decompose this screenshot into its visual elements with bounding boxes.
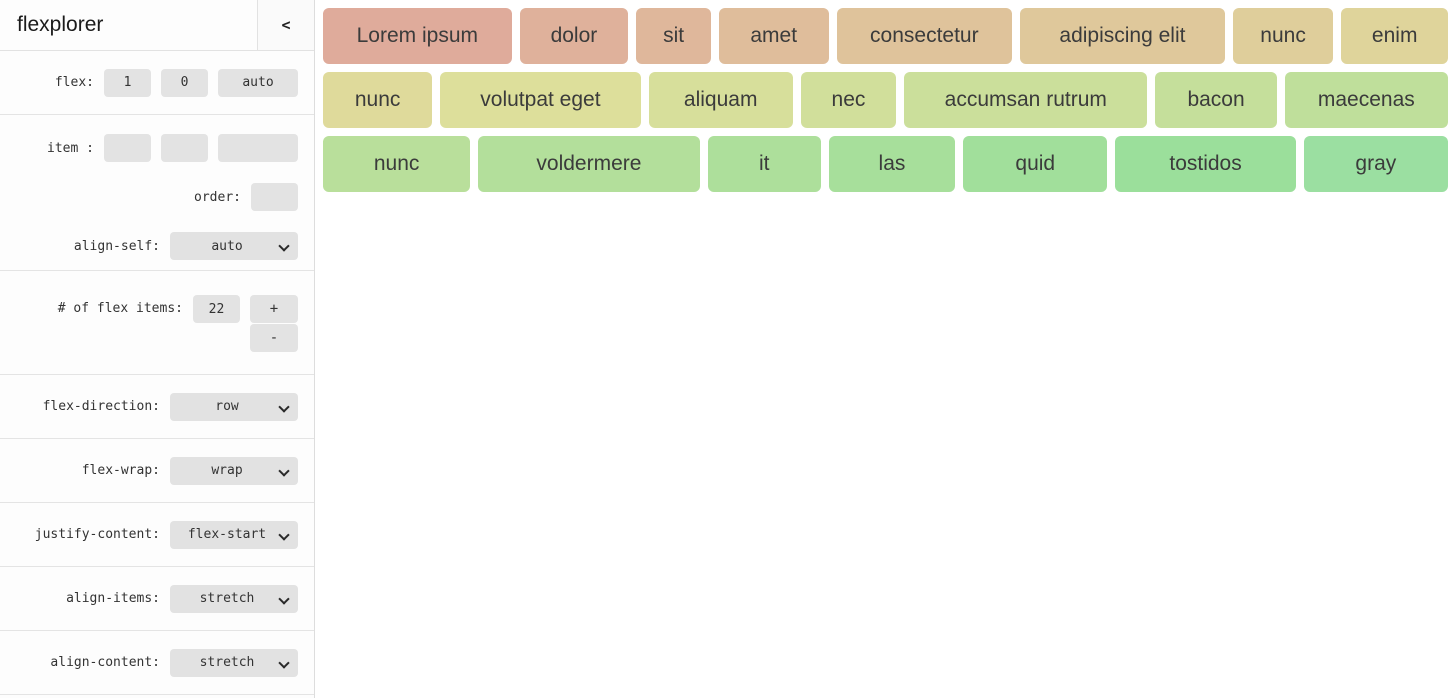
flex-item[interactable]: it [707, 136, 821, 192]
flex-direction-section: flex-direction: row [0, 375, 314, 439]
flex-item[interactable]: consectetur [836, 8, 1013, 64]
flex-label: flex: [54, 75, 94, 90]
flex-item[interactable]: sit [636, 8, 711, 64]
item-label: item : [47, 140, 94, 156]
item-count-section: # of flex items: + - [0, 271, 314, 375]
chevron-down-icon [280, 467, 288, 475]
flex-item[interactable]: accumsan rutrum [904, 72, 1148, 128]
order-label: order: [194, 189, 241, 205]
flex-item[interactable]: nec [800, 72, 897, 128]
flex-shrink-input[interactable] [161, 68, 208, 97]
align-self-label: align-self: [73, 238, 160, 254]
sidebar-collapse-button[interactable]: < [257, 0, 314, 50]
align-self-select[interactable]: auto [170, 232, 298, 260]
align-content-section: align-content: stretch [0, 631, 314, 695]
flex-grow-input[interactable] [104, 68, 151, 97]
flex-wrap-select[interactable]: wrap [170, 456, 298, 485]
flex-item[interactable]: enim [1341, 8, 1448, 64]
flex-items-count-input[interactable] [193, 295, 240, 323]
flex-item[interactable]: voldermere [478, 136, 700, 192]
flex-wrap-label: flex-wrap: [81, 463, 160, 478]
flex-item[interactable]: aliquam [648, 72, 793, 128]
flex-item[interactable]: nunc [323, 72, 433, 128]
flex-section: flex: [0, 51, 314, 115]
align-items-select[interactable]: stretch [170, 584, 298, 613]
justify-content-label: justify-content: [34, 527, 160, 542]
item-basis-input[interactable] [218, 134, 298, 162]
flex-item[interactable]: volutpat eget [440, 72, 641, 128]
flex-item[interactable]: adipiscing elit [1020, 8, 1225, 64]
flex-item[interactable]: bacon [1155, 72, 1277, 128]
align-content-label: align-content: [50, 655, 160, 670]
align-items-section: align-items: stretch [0, 567, 314, 631]
item-grow-input[interactable] [104, 134, 151, 162]
flex-item[interactable]: tostidos [1115, 136, 1296, 192]
flex-item[interactable]: quid [963, 136, 1108, 192]
flex-item[interactable]: maecenas [1284, 72, 1448, 128]
flex-basis-input[interactable] [218, 68, 298, 97]
item-section: item : order: align-self: auto [0, 115, 314, 271]
flex-item[interactable]: las [828, 136, 956, 192]
chevron-down-icon [280, 595, 288, 603]
flex-direction-select[interactable]: row [170, 392, 298, 421]
flex-direction-label: flex-direction: [42, 399, 160, 414]
order-input[interactable] [251, 183, 298, 211]
sidebar: flexplorer < flex: item : order: [0, 0, 315, 698]
flex-item[interactable]: amet [718, 8, 829, 64]
app-title: flexplorer [17, 13, 104, 36]
decrement-button[interactable]: - [250, 324, 298, 352]
align-items-label: align-items: [66, 591, 160, 606]
increment-button[interactable]: + [250, 295, 298, 323]
align-content-select[interactable]: stretch [170, 648, 298, 677]
chevron-down-icon [280, 242, 288, 250]
flex-item[interactable]: gray [1303, 136, 1448, 192]
flex-wrap-section: flex-wrap: wrap [0, 439, 314, 503]
flex-item[interactable]: nunc [323, 136, 471, 192]
sidebar-header: flexplorer < [0, 0, 314, 51]
justify-content-section: justify-content: flex-start [0, 503, 314, 567]
item-shrink-input[interactable] [161, 134, 208, 162]
chevron-down-icon [280, 659, 288, 667]
flex-items-count-label: # of flex items: [57, 301, 183, 316]
chevron-down-icon [280, 531, 288, 539]
justify-content-select[interactable]: flex-start [170, 520, 298, 549]
flex-item[interactable]: Lorem ipsum [323, 8, 512, 64]
flex-item[interactable]: nunc [1232, 8, 1334, 64]
flex-item[interactable]: dolor [519, 8, 629, 64]
chevron-down-icon [280, 403, 288, 411]
